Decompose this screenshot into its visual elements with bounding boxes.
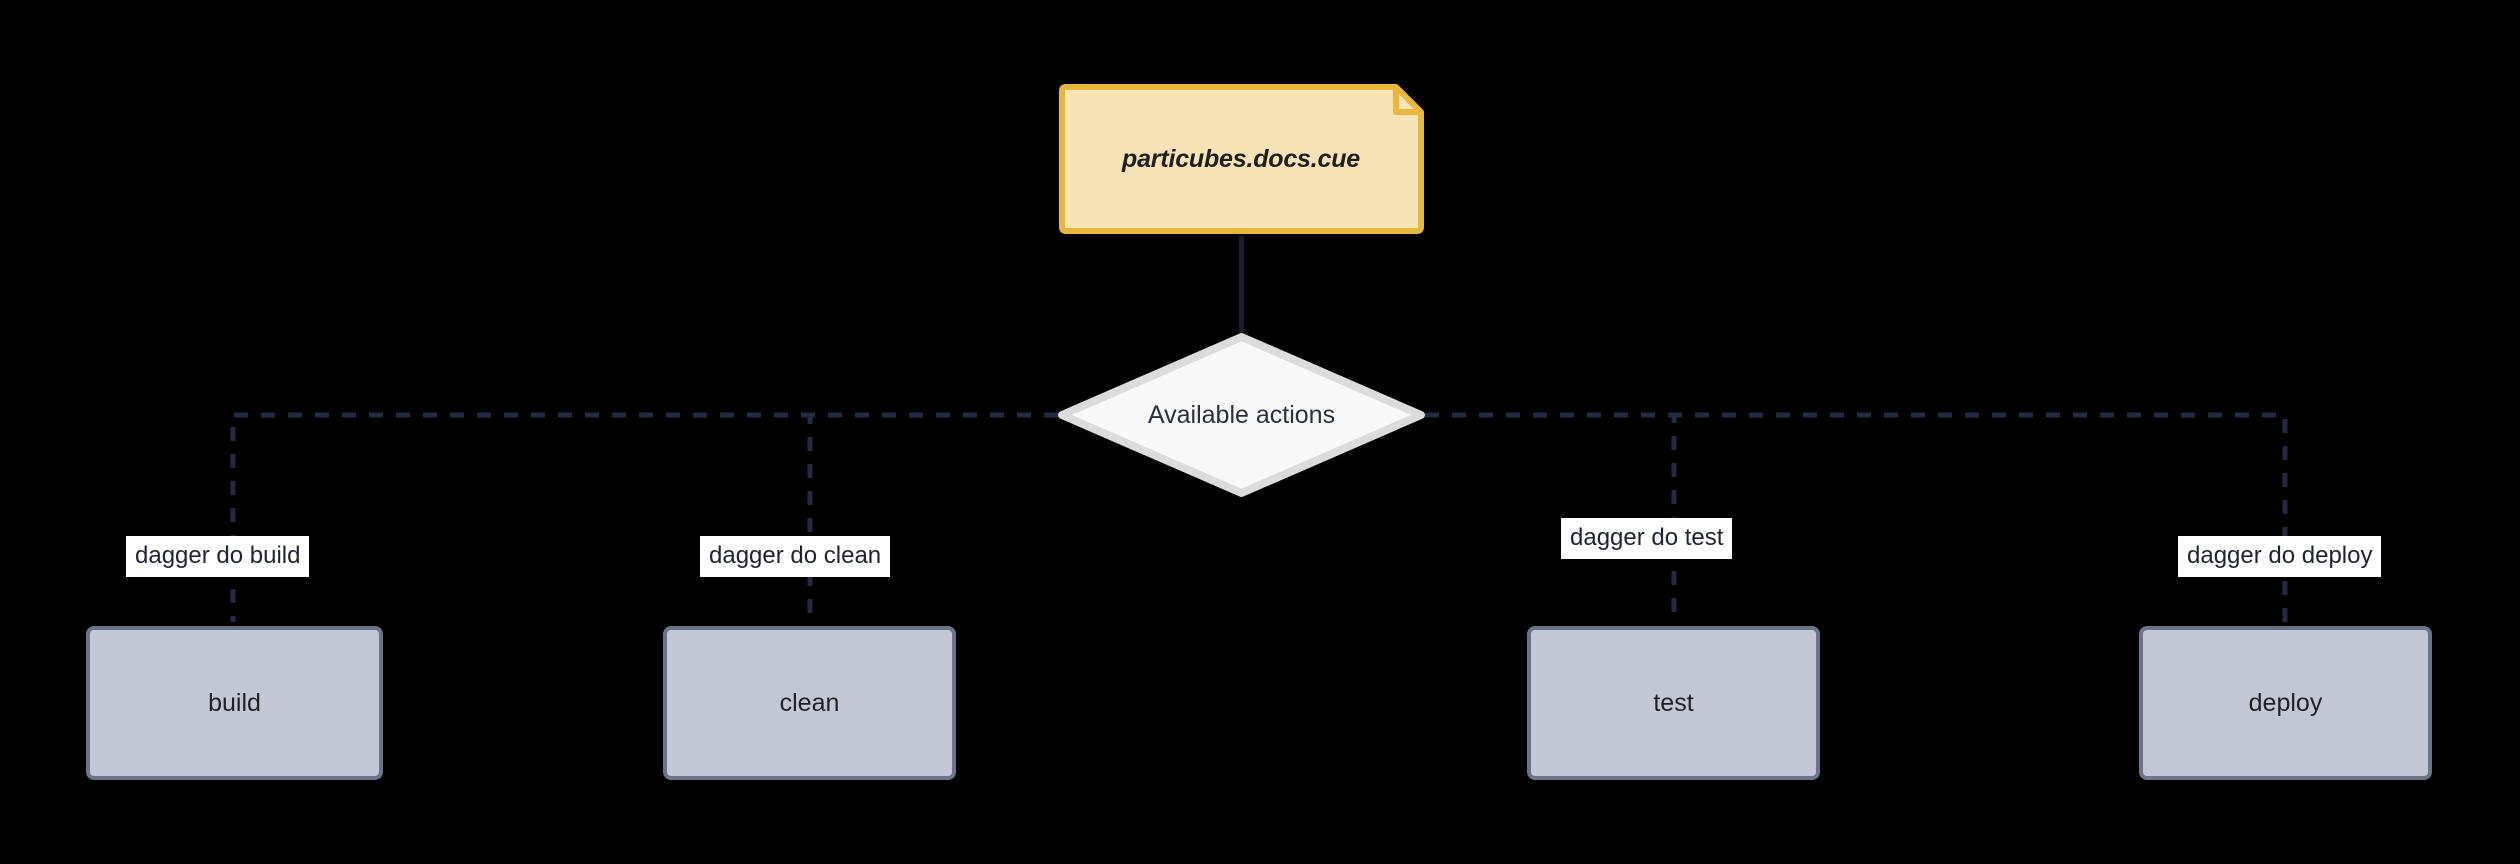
action-node-test[interactable]: test (1527, 626, 1820, 780)
action-node-build[interactable]: build (86, 626, 383, 780)
note-node-cue-file[interactable]: particubes.docs.cue (1058, 84, 1424, 234)
edge-label-clean: dagger do clean (700, 536, 891, 577)
edge-decision-to-deploy (1425, 412, 2288, 622)
diamond-shape-icon (1058, 333, 1425, 497)
action-node-label: deploy (2248, 688, 2323, 717)
note-folded-corner-icon (1059, 84, 1424, 234)
edge-label-test: dagger do test (1561, 518, 1733, 559)
edge-decision-to-build (230, 412, 1058, 622)
action-node-label: test (1653, 688, 1694, 717)
decision-node-available-actions[interactable]: Available actions (1058, 333, 1425, 497)
note-label: particubes.docs.cue (1122, 144, 1360, 173)
action-node-label: clean (779, 688, 840, 717)
edge-label-build: dagger do build (126, 536, 310, 577)
decision-label: Available actions (1147, 400, 1336, 429)
edge-decision-to-clean (807, 412, 1058, 622)
edge-label-deploy: dagger do deploy (2178, 536, 2382, 577)
action-node-deploy[interactable]: deploy (2139, 626, 2432, 780)
action-node-clean[interactable]: clean (663, 626, 956, 780)
action-node-label: build (208, 688, 261, 717)
